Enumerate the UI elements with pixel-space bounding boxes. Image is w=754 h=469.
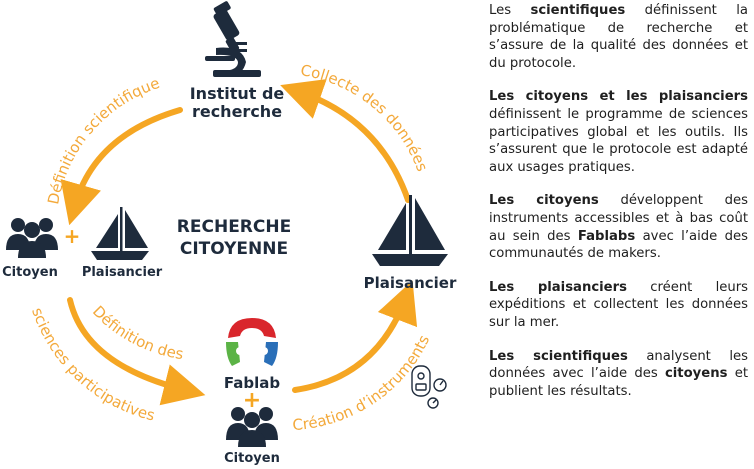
people-group-icon-bottom (226, 407, 278, 447)
center-title-line2: CITOYENNE (180, 239, 288, 259)
arc-label-definition-scientifique: Définition scientifique (44, 74, 162, 206)
bold-term: Les citoyens (489, 193, 599, 209)
people-group-icon-left (6, 218, 58, 258)
paragraph-text: et publient les résultats. (489, 366, 748, 399)
explanation-paragraph: Les citoyens développent des instruments… (489, 192, 748, 262)
arc-label-collecte-donnees: Collecte des données (299, 61, 431, 174)
explanation-paragraph: Les citoyens et les plaisanciers définis… (489, 88, 748, 176)
research-cycle-diagram: Définition scientifique Collecte des don… (2, 1, 457, 466)
explanation-paragraph: Les plaisanciers créent leurs expédition… (489, 279, 748, 332)
arrow-collecte-donnees (280, 79, 411, 203)
sailboat-icon-left (91, 207, 149, 260)
paragraph-text: développent des instruments accessibles … (489, 193, 748, 244)
explanation-text-panel: Les scientifiques définissent la problém… (489, 2, 748, 416)
plus-sign-bottom: + (243, 388, 261, 413)
arrow-definition-sciences (67, 297, 206, 406)
paragraph-text: définissent le programme de sciences par… (489, 106, 748, 175)
fablab-logo-icon (226, 318, 278, 366)
microscope-icon (205, 1, 261, 77)
sailboat-icon-right (372, 195, 448, 266)
plaisancier-right-label: Plaisancier (364, 274, 457, 292)
citoyen-bottom-label: Citoyen (224, 451, 280, 466)
cycle-arrows (60, 79, 418, 406)
paragraph-text: avec l’aide des communautés de makers. (489, 228, 748, 262)
explanation-paragraph: Les scientifiques analysent les données … (489, 348, 748, 401)
paragraph-text: analysent les données avec l’aide des (489, 348, 748, 382)
arc-label-sciences-participatives: sciences participatives (28, 305, 157, 424)
institut-label-line1: Institut de (190, 84, 285, 103)
institut-label-line2: recherche (192, 102, 282, 121)
paragraph-text: créent leurs expéditions et collectent l… (489, 279, 748, 330)
plus-sign-left: + (64, 224, 81, 248)
citoyen-left-label: Citoyen (2, 265, 58, 280)
paragraph-text: définissent la problématique de recherch… (489, 3, 748, 71)
arrow-definition-scientifique (60, 107, 183, 226)
bold-term: Fablabs (577, 228, 636, 244)
arrow-creation-instruments (292, 280, 418, 393)
fablab-label: Fablab (224, 374, 280, 392)
center-title-line1: RECHERCHE (177, 217, 291, 237)
paragraph-text: Les (489, 3, 531, 18)
bold-term: Les scientifiques (489, 348, 628, 364)
bold-term: scientifiques (530, 3, 626, 18)
bold-term: Les citoyens et les plaisanciers (489, 89, 748, 105)
bold-term: Les plaisanciers (489, 279, 627, 295)
plaisancier-left-label: Plaisancier (82, 265, 163, 280)
bold-term: citoyens (664, 366, 728, 382)
explanation-paragraph: Les scientifiques définissent la problém… (489, 2, 748, 72)
instrument-sensor-icon (411, 365, 447, 409)
